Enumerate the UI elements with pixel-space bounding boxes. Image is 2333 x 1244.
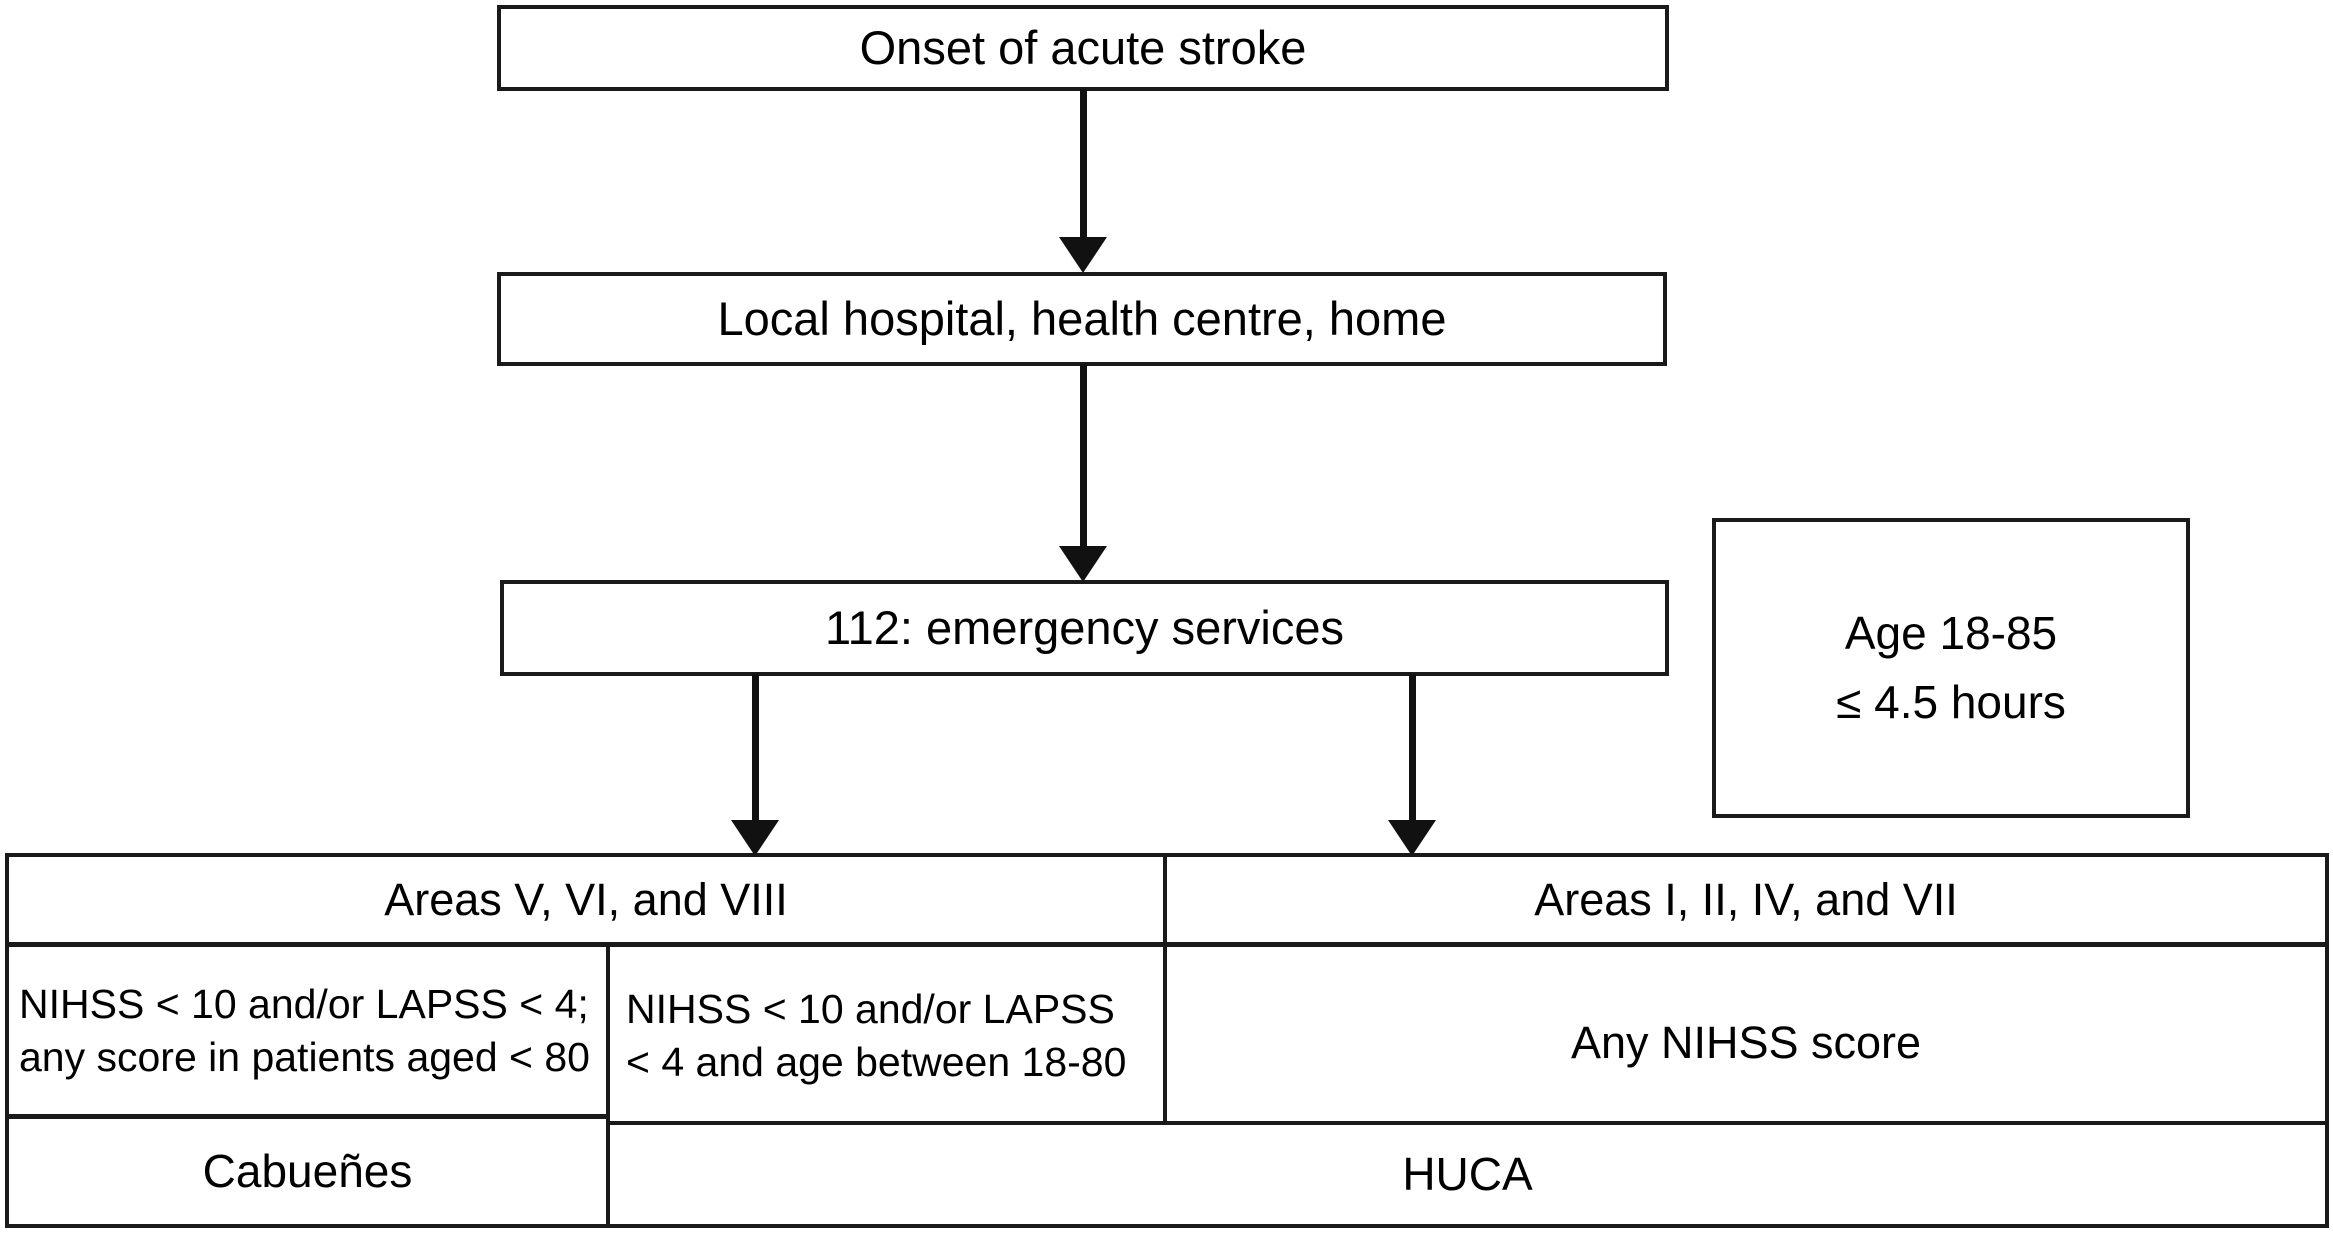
criteria-right-label: Any NIHSS score [1570, 1016, 1922, 1068]
arrow-shaft [1079, 89, 1087, 239]
arrow-head-icon [1388, 820, 1436, 856]
criteria-left-a-line2: any score in patients aged < 80 [19, 1033, 590, 1080]
criteria-time-line: ≤ 4.5 hours [1836, 676, 2066, 728]
node-local-hospital-health-centre-home: Local hospital, health centre, home [497, 272, 1667, 366]
node-onset-of-acute-stroke: Onset of acute stroke [497, 5, 1669, 91]
arrow-head-icon [731, 820, 779, 856]
arrow-onset-to-local-hospital [1055, 89, 1111, 273]
criteria-left-a-line1: NIHSS < 10 and/or LAPSS < 4; [19, 981, 589, 1028]
node-emergency-label: 112: emergency services [825, 600, 1344, 654]
table-cell-areas-right: Areas I, II, IV, and VII [1163, 853, 2329, 946]
arrow-local-hospital-to-emergency-services [1055, 364, 1111, 582]
areas-routing-table: Areas V, VI, and VIII Areas I, II, IV, a… [5, 853, 2329, 1228]
table-cell-areas-left: Areas V, VI, and VIII [5, 853, 1167, 946]
node-local-label: Local hospital, health centre, home [717, 291, 1447, 345]
criteria-age-line: Age 18-85 [1844, 607, 2058, 659]
node-112-emergency-services: 112: emergency services [500, 580, 1669, 676]
arrow-shaft [1408, 674, 1416, 822]
criteria-left-b-line1: NIHSS < 10 and/or LAPSS [626, 986, 1115, 1033]
arrow-head-icon [1059, 237, 1107, 273]
areas-right-label: Areas I, II, IV, and VII [1534, 873, 1958, 925]
node-criteria-label: Age 18-85 ≤ 4.5 hours [1716, 599, 2186, 737]
node-onset-label: Onset of acute stroke [859, 20, 1307, 74]
criteria-left-b-line2: < 4 and age between 18-80 [626, 1038, 1127, 1085]
arrow-emergency-to-areas-left [727, 674, 783, 856]
table-cell-criteria-left-b: NIHSS < 10 and/or LAPSS < 4 and age betw… [606, 943, 1168, 1128]
arrow-shaft [751, 674, 759, 822]
node-age-time-criteria: Age 18-85 ≤ 4.5 hours [1712, 518, 2190, 818]
arrow-head-icon [1059, 546, 1107, 582]
table-cell-criteria-left-a: NIHSS < 10 and/or LAPSS < 4; any score i… [5, 943, 610, 1118]
hospital-right-label: HUCA [1402, 1148, 1533, 1201]
criteria-left-b-label: NIHSS < 10 and/or LAPSS < 4 and age betw… [610, 983, 1164, 1088]
arrow-emergency-to-areas-right [1384, 674, 1440, 856]
areas-left-label: Areas V, VI, and VIII [384, 873, 788, 925]
table-cell-hospital-huca: HUCA [606, 1121, 2329, 1228]
arrow-shaft [1079, 364, 1087, 548]
table-cell-hospital-cabuenes: Cabueñes [5, 1115, 610, 1228]
criteria-left-a-label: NIHSS < 10 and/or LAPSS < 4; any score i… [9, 978, 606, 1083]
hospital-left-label: Cabueñes [202, 1145, 413, 1198]
table-cell-criteria-right: Any NIHSS score [1163, 943, 2329, 1142]
